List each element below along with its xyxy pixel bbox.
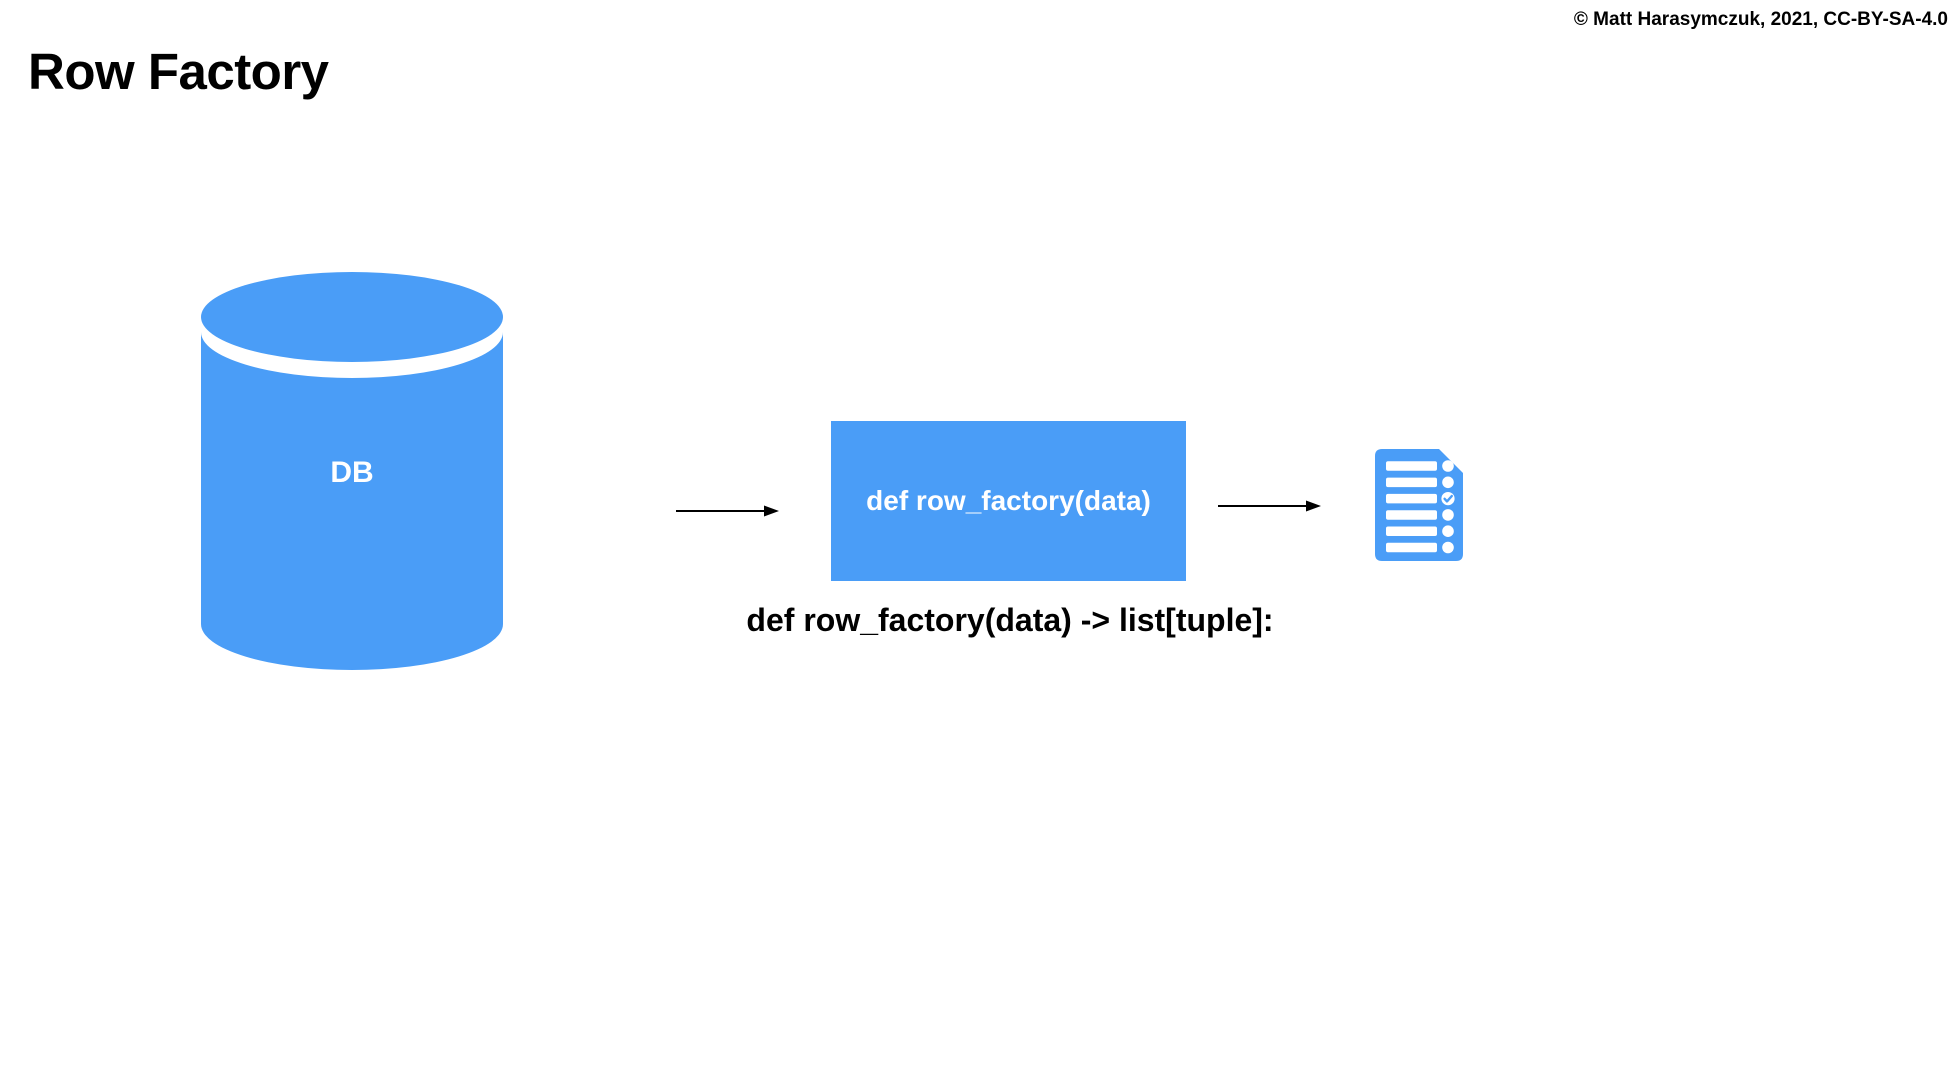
row-bar <box>1386 461 1437 471</box>
database-label: DB <box>330 456 374 489</box>
database-cylinder-icon: DB <box>201 272 503 672</box>
row-bullet <box>1442 541 1454 554</box>
check-icon <box>1443 494 1453 503</box>
function-box-label: def row_factory(data) <box>866 485 1151 516</box>
database-cylinder-svg <box>201 272 503 670</box>
row-bar <box>1386 493 1437 504</box>
row-bullet <box>1442 476 1454 489</box>
function-signature-caption: def row_factory(data) -> list[tuple]: <box>746 602 1274 638</box>
row-bar <box>1386 510 1437 520</box>
copyright-notice: © Matt Harasymczuk, 2021, CC-BY-SA-4.0 <box>1573 9 1948 30</box>
checklist-document-icon <box>1375 449 1463 561</box>
arrow-head <box>1306 500 1321 512</box>
cylinder-body <box>201 332 503 670</box>
row-bar <box>1386 542 1437 553</box>
page-title: Row Factory <box>28 43 329 100</box>
arrow-head <box>764 505 779 517</box>
cylinder-lid <box>201 272 503 362</box>
arrow-right-icon <box>1218 500 1321 512</box>
row-bar <box>1386 477 1437 488</box>
checklist-document-svg <box>1375 449 1463 561</box>
row-bullet <box>1442 460 1454 472</box>
row-bullet <box>1442 525 1454 537</box>
row-bullet <box>1442 509 1454 521</box>
checklist-rows <box>1386 460 1455 554</box>
row-factory-function-box: def row_factory(data) <box>831 421 1186 581</box>
arrow-right-icon <box>676 505 779 517</box>
row-bar <box>1386 526 1437 536</box>
